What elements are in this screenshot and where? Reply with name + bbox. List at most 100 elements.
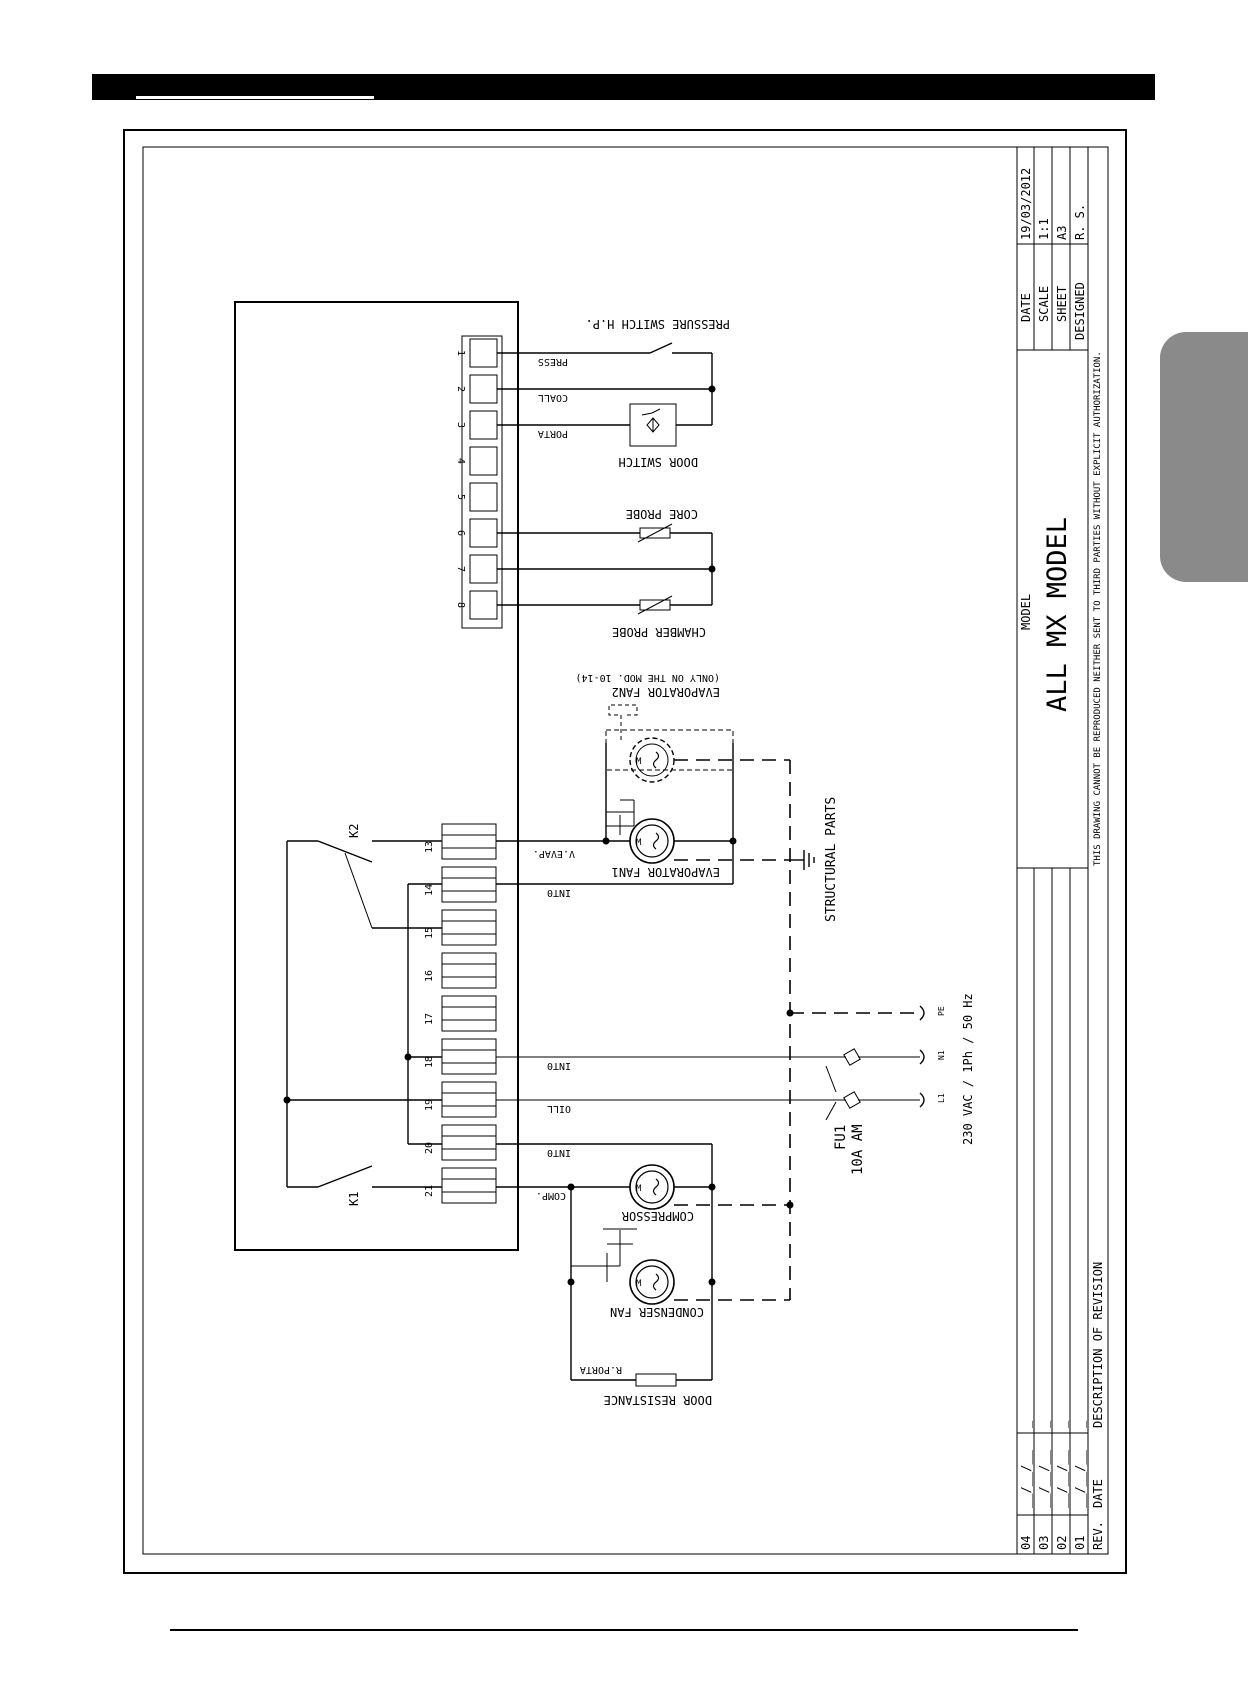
label-evap-fan1: EVAPORATOR FAN1: [612, 865, 720, 879]
junction-comp-b: [708, 1183, 716, 1191]
terminal-20: 20: [424, 1142, 435, 1154]
terminal-8: 8: [455, 602, 466, 608]
junction-pe: [786, 1009, 794, 1017]
rev-01: 01: [1073, 1536, 1087, 1550]
label-door-resistance: DOOR RESISTANCE: [604, 1393, 712, 1407]
label-evap-fan2-note: (ONLY ON THE MOD. 10-14): [576, 672, 721, 683]
label-evap-fan2: EVAPORATOR FAN2: [612, 685, 720, 699]
label-int0-18: INT0: [547, 1060, 571, 1071]
notice-text: THIS DRAWING CANNOT BE REPRODUCED NEITHE…: [1093, 351, 1103, 866]
terminal-4: 4: [455, 458, 466, 464]
terminal-18: 18: [424, 1056, 435, 1068]
date-header: DATE: [1091, 1479, 1105, 1508]
label-pe: PE: [937, 1006, 946, 1016]
motor-m-fan1: M: [636, 838, 642, 848]
terminal-strip-power: [441, 823, 497, 1204]
terminal-16: 16: [424, 970, 435, 982]
label-rporta: R.PORTA: [580, 1364, 622, 1375]
rev-03: 03: [1037, 1536, 1051, 1550]
inner-frame: [142, 146, 1109, 1555]
scale-value: 1:1: [1037, 218, 1051, 240]
label-oill-19: OILL: [547, 1103, 571, 1114]
rev-02: 02: [1055, 1536, 1069, 1550]
rev-desc-02: _: [1055, 1420, 1069, 1428]
outer-frame: [123, 129, 1127, 1574]
terminal-21: 21: [424, 1185, 435, 1197]
terminal-7: 7: [455, 566, 466, 572]
terminal-strip-low: [461, 335, 503, 629]
rev-date-01: __/__/__: [1073, 1449, 1087, 1508]
footer-rule: [170, 1629, 1078, 1631]
label-porta: PORTA: [538, 428, 568, 439]
header-bar: [92, 74, 1155, 100]
label-n1: N1: [937, 1050, 946, 1060]
low-voltage-wiring: [497, 342, 713, 615]
side-tab: [1160, 332, 1248, 582]
sheet-value: A3: [1055, 226, 1069, 240]
junction-fan1-a: [602, 837, 610, 845]
motor-m-cond: M: [636, 1279, 642, 1289]
terminal-5: 5: [455, 494, 466, 500]
label-k1: K1: [347, 1192, 361, 1206]
junction-l1-bus: [283, 1096, 291, 1104]
designed-label: DESIGNED: [1073, 282, 1087, 340]
terminal-6: 6: [455, 530, 466, 536]
rev-desc-03: _: [1037, 1420, 1051, 1428]
earth-paths: [605, 704, 920, 1301]
label-structural: STRUCTURAL PARTS: [824, 797, 839, 922]
label-vevap: V.EVAP.: [533, 848, 575, 859]
header-accent-line: [136, 96, 374, 99]
label-supply: 230 VAC / 1Ph / 50 Hz: [961, 993, 975, 1145]
junction-earth-comp: [786, 1201, 794, 1209]
date-label: DATE: [1019, 293, 1033, 322]
rev-date-03: __/__/__: [1037, 1449, 1051, 1508]
junction-comp-a: [567, 1183, 575, 1191]
internal-wiring: [286, 840, 442, 1188]
rev-date-02: __/__/__: [1055, 1449, 1069, 1508]
junction-press: [708, 385, 716, 393]
model-value: ALL MX MODEL: [1042, 517, 1073, 712]
designed-value: R. S.: [1073, 204, 1087, 240]
terminal-2: 2: [455, 386, 466, 392]
terminal-3: 3: [455, 422, 466, 428]
label-l1: L1: [937, 1093, 946, 1103]
rev-desc-01: _: [1073, 1420, 1087, 1428]
label-core-probe: CORE PROBE: [626, 507, 698, 521]
terminal-15: 15: [424, 927, 435, 939]
label-compressor: COMPRESSOR: [621, 1209, 694, 1223]
junction-probe: [708, 565, 716, 573]
scale-label: SCALE: [1037, 286, 1051, 322]
rev-header: REV.: [1091, 1521, 1105, 1550]
motor-m-comp: M: [636, 1184, 642, 1194]
terminal-17: 17: [424, 1013, 435, 1025]
supply-wiring: [823, 1005, 925, 1121]
label-press: PRESS: [538, 356, 568, 367]
junction-cond-b: [708, 1278, 716, 1286]
label-comp-21: COMP.: [536, 1190, 566, 1201]
model-label: MODEL: [1019, 594, 1033, 630]
label-door-switch: DOOR SWITCH: [619, 455, 698, 469]
label-condenser-fan: CONDENSER FAN: [610, 1305, 704, 1319]
rev-04: 04: [1019, 1536, 1033, 1550]
terminal-13: 13: [424, 841, 435, 853]
terminal-1: 1: [455, 350, 466, 356]
rev-desc-04: _: [1019, 1420, 1033, 1428]
sheet-label: SHEET: [1055, 286, 1069, 322]
junction-cond-a: [567, 1278, 575, 1286]
label-coall: COALL: [538, 392, 568, 403]
junction-n-bus: [404, 1053, 412, 1061]
label-fu1: FU1: [833, 1125, 849, 1150]
junction-fan1-b: [729, 837, 737, 845]
date-value: 19/03/2012: [1019, 168, 1033, 240]
label-fuse-rating: 10A AM: [850, 1124, 866, 1175]
title-block: [1016, 147, 1089, 1554]
description-header: DESCRIPTION OF REVISION: [1091, 1262, 1105, 1428]
label-k2: K2: [347, 824, 361, 838]
label-int0-20: INT0: [547, 1147, 571, 1158]
terminal-19: 19: [424, 1099, 435, 1111]
label-int0-14: INT0: [547, 887, 571, 898]
motor-m-fan2: M: [636, 757, 642, 767]
label-chamber-probe: CHAMBER PROBE: [612, 625, 706, 639]
label-pressure-switch: PRESSURE SWITCH H.P.: [586, 317, 731, 331]
